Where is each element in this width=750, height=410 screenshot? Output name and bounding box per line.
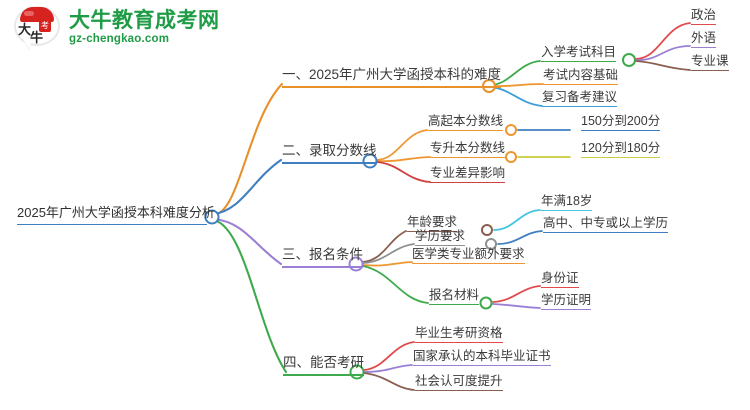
- link-b1c1-l1: [635, 22, 691, 60]
- node-b3c1: [481, 224, 493, 236]
- speech-bubble-tail-icon: [23, 39, 33, 49]
- branch-1-child-3-label[interactable]: 复习备考建议: [542, 90, 618, 108]
- link-b3c1-l1: [493, 209, 541, 231]
- branch-3-child-1-label[interactable]: 年龄要求: [407, 215, 458, 233]
- link-b3-c3: [362, 261, 413, 267]
- branch-2-child-1-label[interactable]: 高起本分数线: [428, 114, 504, 132]
- link-b2-c3: [376, 161, 431, 183]
- branch-3-child-2-label[interactable]: 学历要求: [415, 229, 466, 247]
- root-node-label[interactable]: 2025年广州大学函授本科难度分析: [17, 205, 215, 225]
- node-b3c4: [479, 296, 493, 310]
- link-b4-c2: [363, 364, 413, 373]
- logo-domain: gz-chengkao.com: [69, 33, 170, 46]
- branch-4-child-1-label[interactable]: 毕业生考研资格: [415, 326, 503, 344]
- node-root: [204, 209, 220, 225]
- link-b3-c1: [362, 230, 407, 263]
- branch-2-child-2-label[interactable]: 专升本分数线: [430, 141, 506, 159]
- logo-badge-icon: 考: [39, 20, 51, 32]
- link-b1c1-l2: [635, 45, 691, 61]
- branch-3-child-1-leaf-1-label[interactable]: 年满18岁: [541, 194, 593, 212]
- link-b4-c3: [363, 372, 415, 391]
- link-root-b2: [212, 158, 283, 216]
- link-b3c4-l2: [492, 303, 541, 309]
- link-b3-c4: [362, 265, 429, 304]
- branch-1-child-2-label[interactable]: 考试内容基础: [543, 68, 619, 86]
- branch-2-label[interactable]: 二、录取分数线: [282, 143, 377, 164]
- branch-3-child-4-leaf-2-label[interactable]: 学历证明: [541, 293, 592, 311]
- branch-3-child-2-leaf-1-label[interactable]: 高中、中专或以上学历: [543, 216, 669, 234]
- branch-4-label[interactable]: 四、能否考研: [283, 355, 364, 376]
- logo-text-block: 大牛教育成考网 gz-chengkao.com: [69, 10, 220, 48]
- link-b4-c1: [363, 341, 415, 371]
- branch-4-child-3-label[interactable]: 社会认可度提升: [415, 374, 503, 392]
- link-b3c2-l1: [497, 230, 543, 245]
- branch-4-child-2-label[interactable]: 国家承认的本科毕业证书: [413, 349, 551, 367]
- link-root-b4: [212, 218, 288, 374]
- branch-1-label[interactable]: 一、2025年广州大学函授本科的难度: [282, 67, 502, 88]
- link-root-b1: [212, 82, 284, 217]
- node-b2c2: [505, 151, 517, 163]
- branch-1-child-1-leaf-1-label[interactable]: 政治: [691, 8, 717, 26]
- branch-2-child-3-label[interactable]: 专业差异影响: [430, 166, 506, 184]
- logo-seal-char-2: 牛: [30, 30, 44, 45]
- node-b3c2: [485, 238, 497, 250]
- branch-1-child-1-leaf-2-label[interactable]: 外语: [691, 31, 717, 49]
- link-b3-c2: [362, 243, 415, 264]
- link-root-b3: [212, 217, 283, 266]
- branch-2-child-1-leaf-1-label[interactable]: 150分到200分: [581, 114, 661, 132]
- link-b2-c2: [376, 156, 431, 163]
- logo-site-name: 大牛教育成考网: [69, 9, 220, 33]
- link-b1c1-l3: [635, 60, 691, 71]
- branch-3-child-3-label[interactable]: 医学类专业额外要求: [412, 247, 525, 265]
- branch-1-child-1-leaf-3-label[interactable]: 专业课: [691, 54, 729, 72]
- logo-mark-icon: 大 牛 考: [14, 6, 62, 52]
- node-b2c1: [505, 124, 517, 136]
- site-logo[interactable]: 大 牛 考 大牛教育成考网 gz-chengkao.com: [14, 6, 220, 52]
- red-cap-icon: [20, 7, 54, 22]
- link-b1-c3: [489, 86, 543, 107]
- node-b1c1: [622, 53, 636, 67]
- link-b3c4-l1: [492, 285, 541, 303]
- branch-3-child-4-label[interactable]: 报名材料: [429, 288, 480, 306]
- node-b2: [362, 153, 378, 169]
- branch-2-child-2-leaf-1-label[interactable]: 120分到180分: [581, 141, 661, 159]
- branch-3-child-4-leaf-1-label[interactable]: 身份证: [541, 271, 579, 289]
- branch-1-child-1-label[interactable]: 入学考试科目: [541, 45, 617, 63]
- logo-seal-char-1: 大: [18, 22, 32, 37]
- link-b2-c1: [376, 129, 428, 161]
- branch-3-label[interactable]: 三、报名条件: [282, 247, 363, 268]
